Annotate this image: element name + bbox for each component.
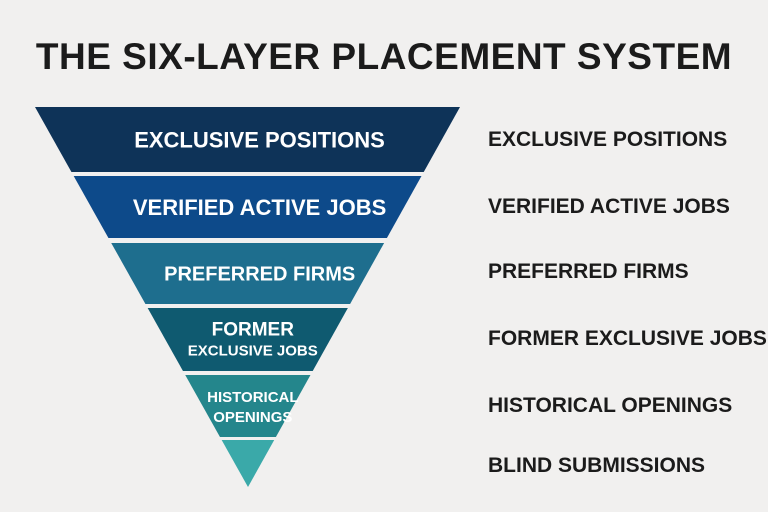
layer-label: EXCLUSIVE POSITIONS — [134, 127, 385, 152]
layer-label: OPENINGS — [213, 409, 292, 426]
layer-label: FORMER — [212, 320, 295, 341]
side-label: HISTORICAL OPENINGS — [488, 394, 733, 417]
side-label: EXCLUSIVE POSITIONS — [488, 128, 728, 151]
pyramid-layer-2 — [73, 176, 422, 238]
side-label: PREFERRED FIRMS — [488, 260, 689, 283]
side-label: BLIND SUBMISSIONS — [488, 454, 706, 477]
pyramid-layer-5 — [185, 375, 311, 437]
pyramid-layer-6 — [221, 440, 275, 487]
pyramid-layer-1 — [35, 107, 460, 172]
pyramid-layer-4 — [147, 308, 348, 371]
layer-label: PREFERRED FIRMS — [164, 264, 355, 286]
side-label: VERIFIED ACTIVE JOBS — [488, 195, 730, 218]
side-label: FORMER EXCLUSIVE JOBS — [488, 327, 767, 350]
pyramid-layer-3 — [111, 243, 385, 304]
layer-label: VERIFIED ACTIVE JOBS — [133, 195, 386, 220]
layer-label: EXCLUSIVE JOBS — [188, 343, 318, 360]
diagram-title: THE SIX-LAYER PLACEMENT SYSTEM — [35, 36, 733, 77]
layer-label: HISTORICAL — [207, 389, 298, 406]
